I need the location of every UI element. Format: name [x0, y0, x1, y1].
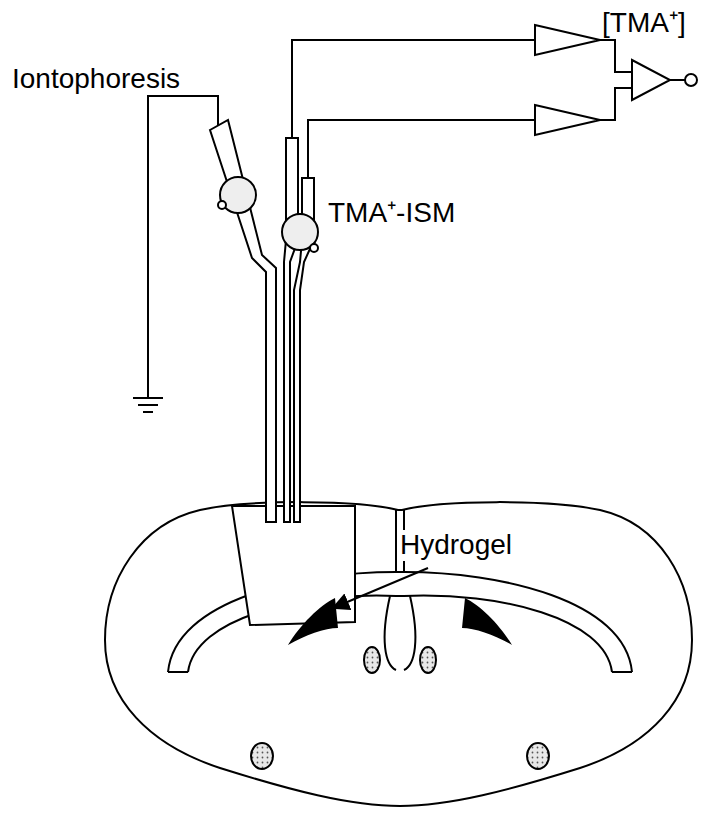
ventricle — [462, 598, 512, 645]
hydrogel-label: Hydrogel — [398, 530, 514, 561]
septum — [385, 596, 416, 670]
differential-amplifier — [632, 60, 670, 100]
fornix — [420, 647, 436, 673]
leader-arrow — [333, 568, 428, 608]
fornix — [364, 647, 380, 673]
output-label: [TMA⁺] — [600, 8, 688, 39]
amp-wire — [600, 40, 632, 120]
iontophoresis-pipette — [210, 120, 276, 522]
ground-wire — [148, 96, 218, 398]
ventricle — [288, 598, 338, 645]
output-terminal — [685, 74, 697, 86]
brain-outline — [105, 502, 692, 806]
amplifier — [535, 105, 600, 135]
commissure — [527, 743, 549, 769]
white-matter — [168, 572, 632, 672]
commissure — [251, 743, 273, 769]
reference-wire — [308, 120, 535, 178]
electrode-label: TMA⁺-ISM — [326, 198, 457, 229]
ism-wire — [292, 40, 535, 138]
amplifier — [535, 25, 600, 55]
iontophoresis-label: Iontophoresis — [10, 64, 182, 95]
ground-symbol — [133, 398, 163, 412]
